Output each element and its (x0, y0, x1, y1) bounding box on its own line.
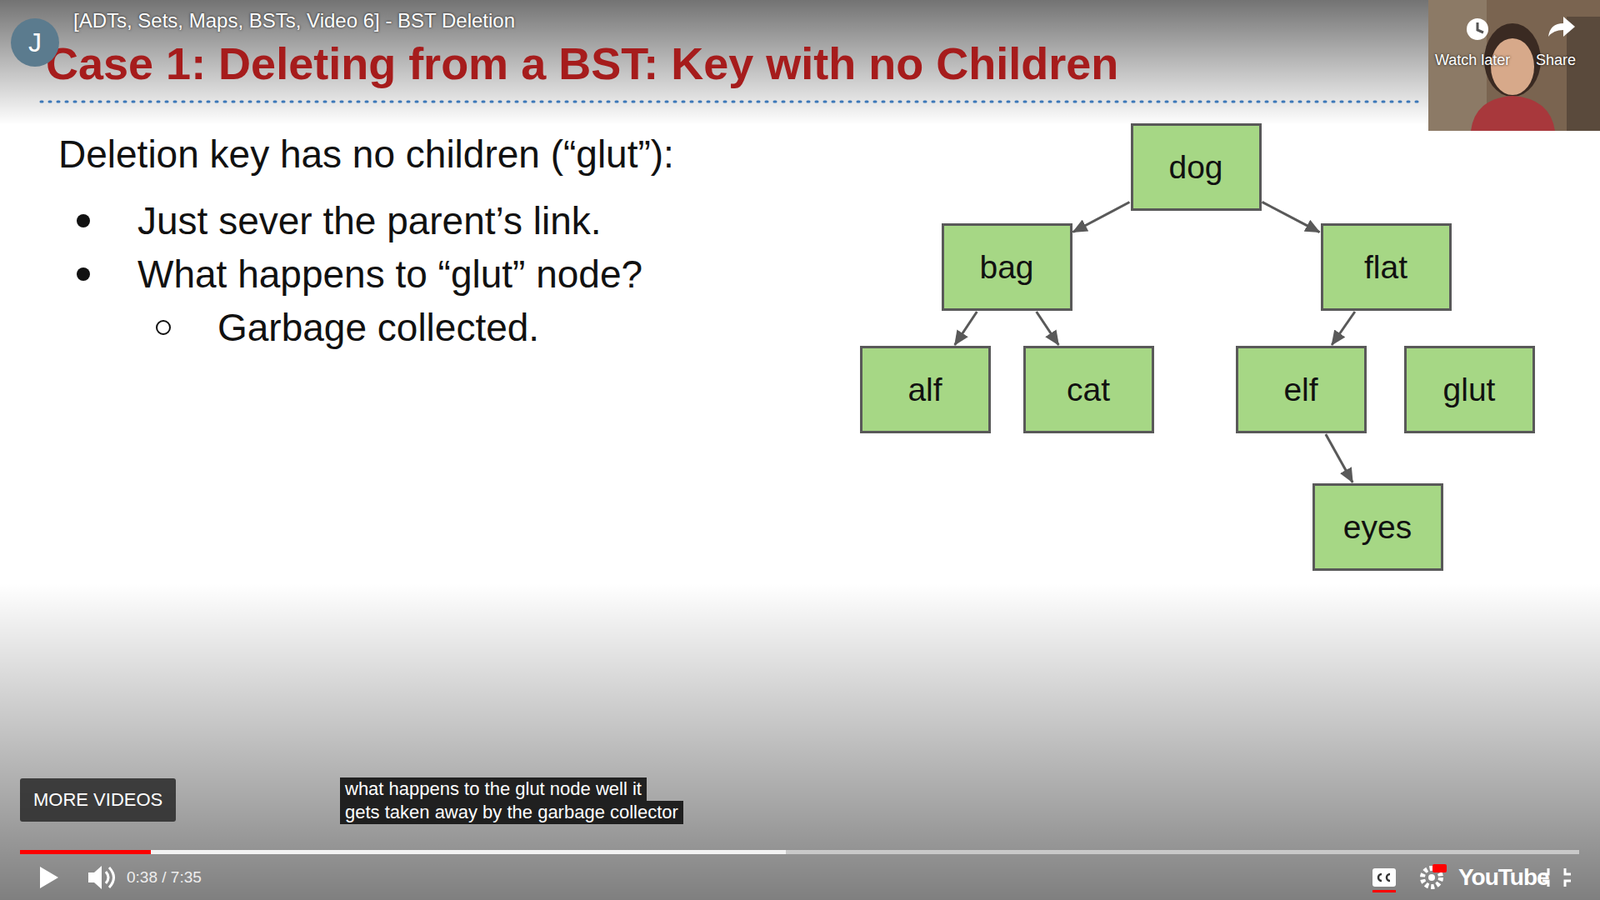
tree-node-box: flat (1320, 223, 1452, 311)
bullet (76, 214, 90, 228)
tree-node-box: elf (1235, 345, 1367, 434)
share: Share (1535, 51, 1576, 70)
node-label: bag (979, 249, 1034, 286)
time-display: 0:38 / 7:35 (126, 867, 202, 888)
more-videos-button: MORE VIDEOS (20, 778, 176, 822)
tree-node-box: glut (1404, 345, 1535, 434)
player-controls (20, 850, 1580, 893)
node-label: glut (1443, 371, 1496, 409)
webcam (1428, 0, 1600, 131)
bullet (76, 267, 90, 281)
tree-node-box: bag (941, 223, 1073, 311)
node-label: alf (907, 371, 942, 409)
youtube-logo: YouTube (1458, 862, 1550, 893)
tree-link (1325, 434, 1353, 483)
node-label: elf (1283, 371, 1318, 409)
node-label: flat (1364, 249, 1408, 286)
sub-bullet-text: Garbage collected. (217, 305, 540, 351)
node-label: eyes (1343, 509, 1412, 546)
tree-node-box: eyes (1312, 483, 1444, 571)
watch-later: Watch later (1435, 51, 1510, 70)
video-title: [ADTs, Sets, Maps, BSTs, Video 6] - BST … (73, 8, 515, 34)
node-label: cat (1066, 371, 1110, 409)
sub-bullet (156, 320, 170, 335)
tree-link (1073, 202, 1130, 233)
slide-text: Deletion key has no children (“glut”): (58, 131, 675, 178)
caption-line: what happens to the glut node well it (340, 777, 647, 801)
slide-title: Case 1: Deleting from a BST: Key with no… (45, 36, 1119, 91)
bullet-text: What happens to “glut” node? (137, 251, 643, 298)
bullet-text: Just sever the parent’s link. (137, 198, 602, 245)
title-rule (40, 100, 1419, 104)
tree-node-box: alf (860, 345, 991, 434)
avatar-letter: J (10, 18, 60, 67)
node-label: dog (1168, 149, 1223, 186)
tree-link (1331, 311, 1355, 345)
tree-link (955, 311, 978, 345)
tree-link (1036, 311, 1060, 345)
tree-link (1262, 201, 1320, 232)
tree-node-box: dog (1130, 123, 1262, 211)
caption-line: gets taken away by the garbage collector (340, 800, 684, 825)
tree-node-box: cat (1023, 345, 1155, 434)
